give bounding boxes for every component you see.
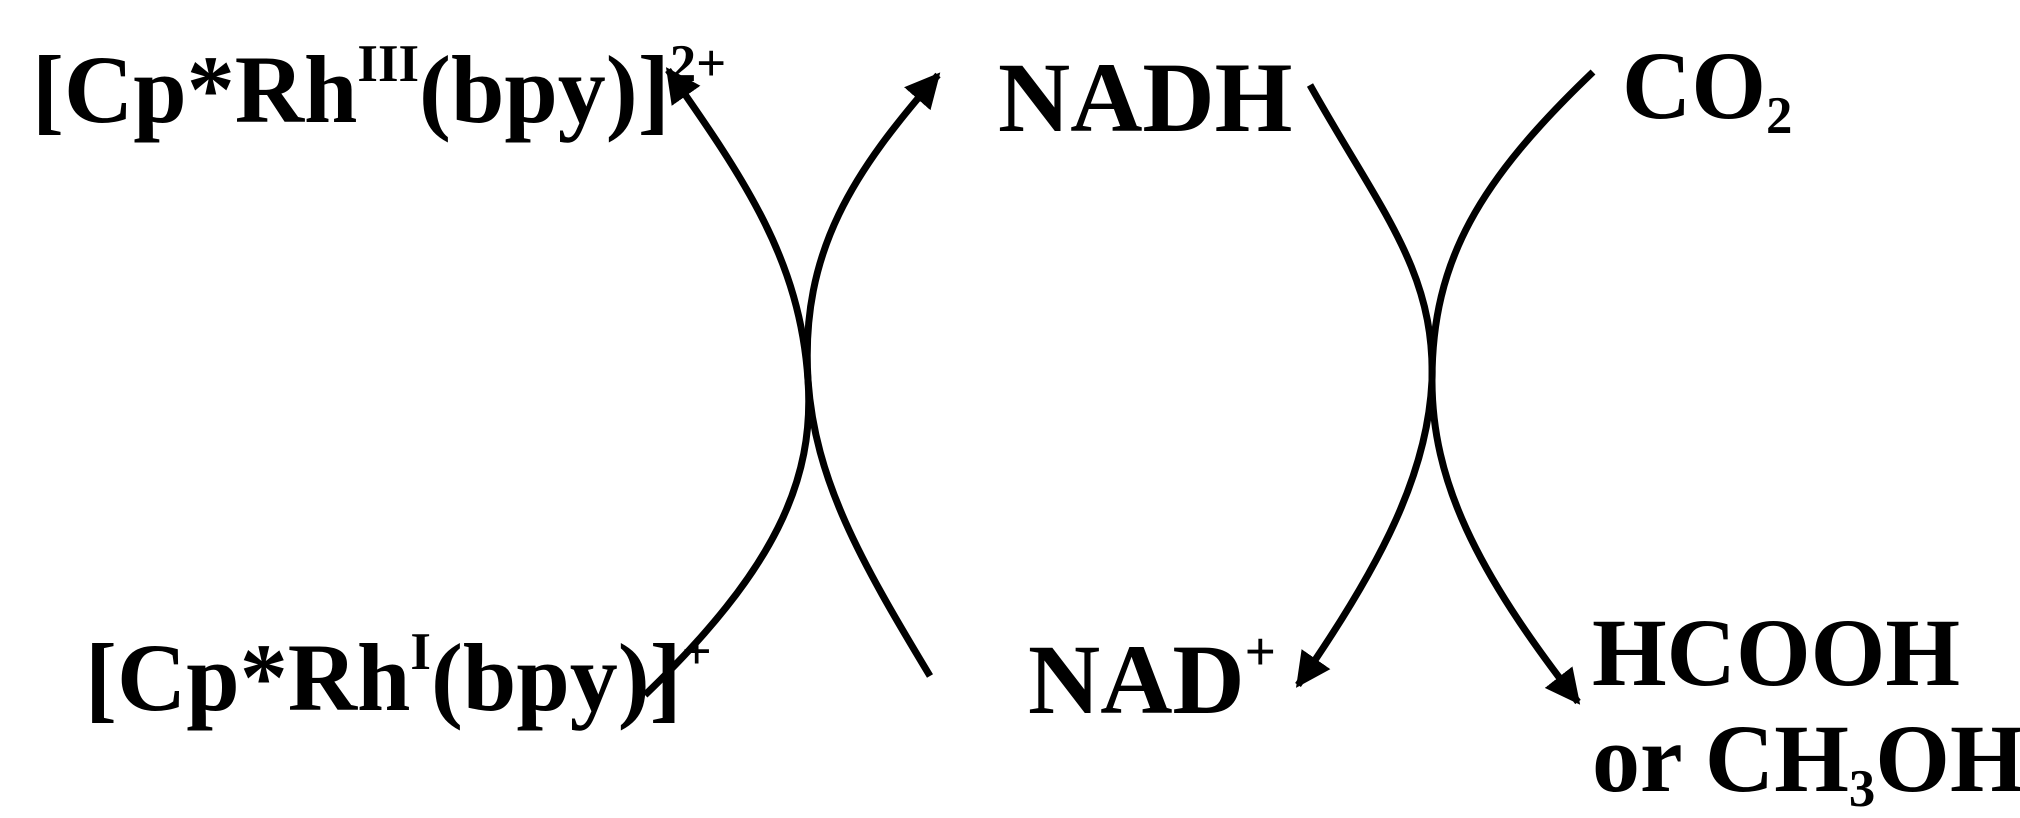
co2-main: CO: [1622, 32, 1766, 139]
rh1-main-1: [Cp*Rh: [85, 624, 411, 731]
co2-subscript: 2: [1766, 86, 1793, 145]
arrow-nad-to-nadh: [803, 72, 941, 678]
rh3-oxidation-state: III: [357, 34, 420, 93]
rh3-charge: 2+: [669, 34, 727, 93]
arrow-nadh-to-nad: [1295, 83, 1436, 688]
nad-plus-label: NAD+: [1028, 624, 1276, 730]
products-line-2-pre: or CH: [1592, 705, 1849, 812]
nadh-label: NADH: [998, 48, 1292, 148]
rh3-complex-label: [Cp*RhIII(bpy)]2+: [32, 37, 726, 138]
rh3-main-1: [Cp*Rh: [32, 36, 358, 143]
rh1-charge: +: [681, 622, 712, 681]
rh1-oxidation-state: I: [410, 622, 431, 681]
rh3-main-2: (bpy)]: [419, 36, 670, 143]
products-line-2-sub: 3: [1848, 759, 1876, 818]
nad-main: NAD: [1028, 624, 1245, 735]
arrow-rh1-to-rh3: [642, 67, 813, 698]
products-line-2-post: OH: [1875, 705, 2020, 812]
rh1-complex-label: [Cp*RhI(bpy)]+: [85, 625, 712, 726]
products-line-1: HCOOH: [1592, 599, 1961, 706]
nadh-text: NADH: [998, 42, 1293, 153]
arrow-co2-to-products: [1428, 69, 1596, 705]
products-line-2: or CH3OH: [1592, 711, 2020, 816]
co2-label: CO2: [1622, 38, 1792, 143]
rh1-main-2: (bpy)]: [430, 624, 682, 731]
nad-charge: +: [1244, 621, 1276, 683]
products-label: HCOOH or CH3OH: [1592, 599, 2020, 816]
